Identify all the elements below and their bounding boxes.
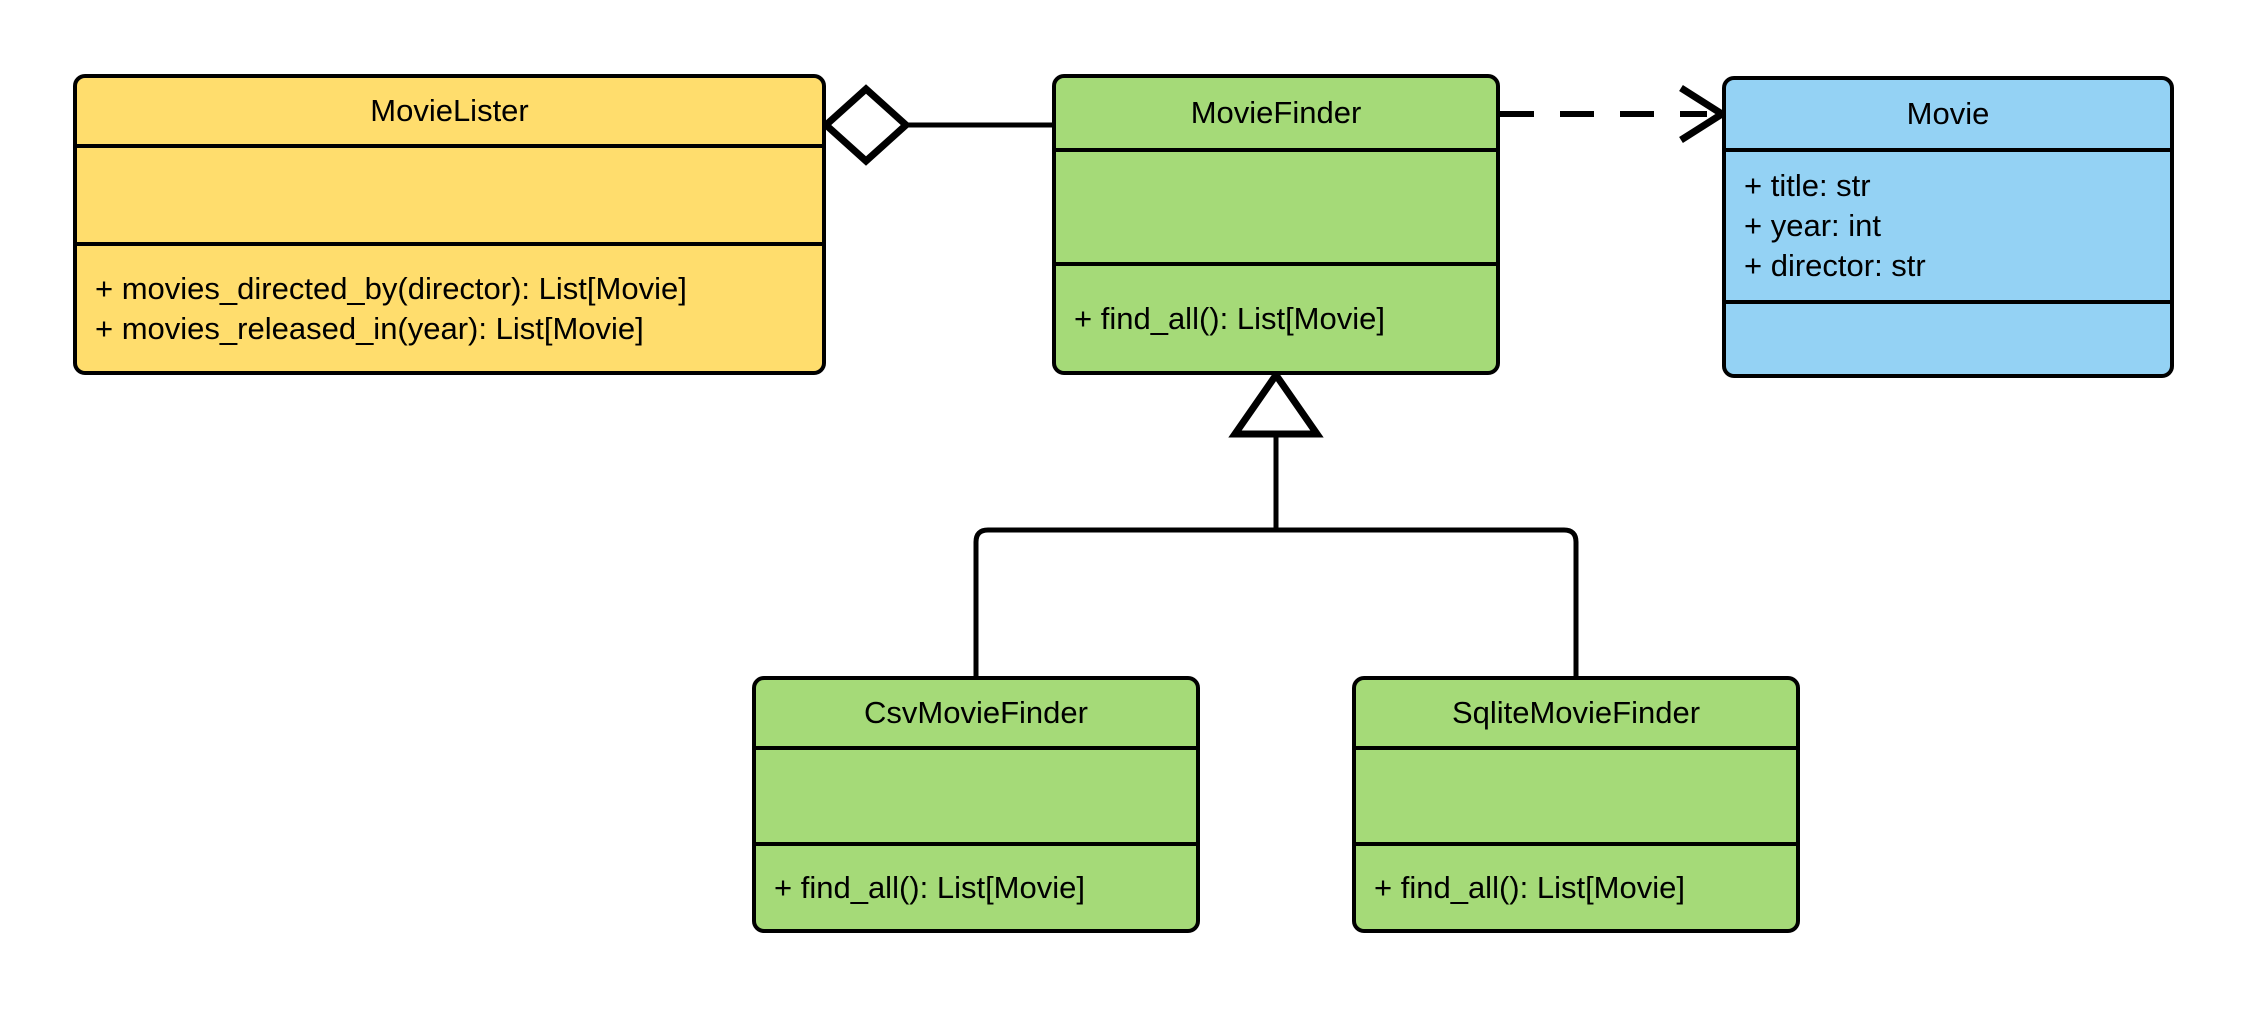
class-methods-compartment: + find_all(): List[Movie]: [1356, 842, 1796, 929]
class-box-csv-movie-finder[interactable]: CsvMovieFinder + find_all(): List[Movie]: [752, 676, 1200, 933]
method-item: + find_all(): List[Movie]: [1374, 869, 1685, 905]
class-title-compartment: MovieFinder: [1056, 78, 1496, 148]
method-item: + find_all(): List[Movie]: [1074, 300, 1385, 336]
class-attributes-compartment: [756, 746, 1196, 842]
class-title-compartment: Movie: [1726, 80, 2170, 148]
class-name-movie-lister: MovieLister: [370, 92, 529, 128]
method-list: + movies_directed_by(director): List[Mov…: [77, 269, 822, 348]
edge-dependency-finder-movie: [1500, 85, 1729, 143]
method-list: + find_all(): List[Movie]: [1356, 868, 1796, 908]
class-name-sqlite-movie-finder: SqliteMovieFinder: [1451, 694, 1701, 730]
class-title-compartment: MovieLister: [77, 78, 822, 144]
class-box-movie-finder[interactable]: MovieFinder + find_all(): List[Movie]: [1052, 74, 1500, 375]
class-attributes-compartment: [77, 144, 822, 242]
method-item: + movies_directed_by(director): List[Mov…: [95, 270, 687, 306]
attribute-item: + title: str: [1744, 168, 1871, 204]
class-title-compartment: CsvMovieFinder: [756, 680, 1196, 746]
attribute-item: + director: str: [1744, 247, 1926, 283]
class-attributes-compartment: + title: str + year: int + director: str: [1726, 148, 2170, 300]
open-arrow-marker: [1679, 85, 1729, 143]
method-item: + find_all(): List[Movie]: [774, 869, 1085, 905]
method-item: + movies_released_in(year): List[Movie]: [95, 310, 644, 346]
class-attributes-compartment: [1056, 148, 1496, 262]
class-methods-compartment: + find_all(): List[Movie]: [1056, 262, 1496, 371]
class-methods-compartment: [1726, 300, 2170, 374]
method-list: + find_all(): List[Movie]: [756, 868, 1196, 908]
edge-aggregation-lister-finder: [820, 84, 1052, 166]
class-name-csv-movie-finder: CsvMovieFinder: [864, 694, 1088, 730]
class-title-compartment: SqliteMovieFinder: [1356, 680, 1796, 746]
class-box-sqlite-movie-finder[interactable]: SqliteMovieFinder + find_all(): List[Mov…: [1352, 676, 1800, 933]
hollow-triangle-marker: [1228, 368, 1324, 438]
class-name-movie-finder: MovieFinder: [1190, 94, 1362, 130]
class-methods-compartment: + find_all(): List[Movie]: [756, 842, 1196, 929]
class-box-movie-lister[interactable]: MovieLister + movies_directed_by(directo…: [73, 74, 826, 375]
attribute-list: + title: str + year: int + director: str: [1726, 166, 2170, 285]
class-methods-compartment: + movies_directed_by(director): List[Mov…: [77, 242, 822, 371]
attribute-item: + year: int: [1744, 208, 1881, 244]
hollow-diamond-marker: [820, 84, 912, 166]
class-name-movie: Movie: [1906, 95, 1990, 131]
class-box-movie[interactable]: Movie + title: str + year: int + directo…: [1722, 76, 2174, 378]
edge-generalization-tree: [973, 368, 1579, 676]
method-list: + find_all(): List[Movie]: [1056, 299, 1496, 339]
generalization-branch: [973, 527, 1579, 676]
class-attributes-compartment: [1356, 746, 1796, 842]
